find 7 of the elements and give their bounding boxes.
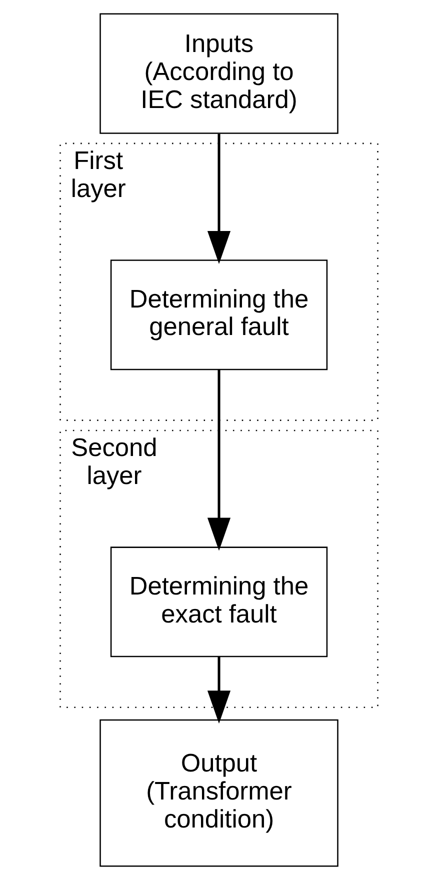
arrow: [206, 134, 230, 264]
node-box: Determining the exact fault: [110, 546, 328, 658]
node-box: Inputs (According to IEC standard): [99, 13, 338, 134]
arrow: [206, 656, 230, 724]
node-box: Output (Transformer condition): [99, 719, 338, 867]
arrow: [206, 370, 230, 551]
node-box: Determining the general fault: [110, 260, 328, 370]
